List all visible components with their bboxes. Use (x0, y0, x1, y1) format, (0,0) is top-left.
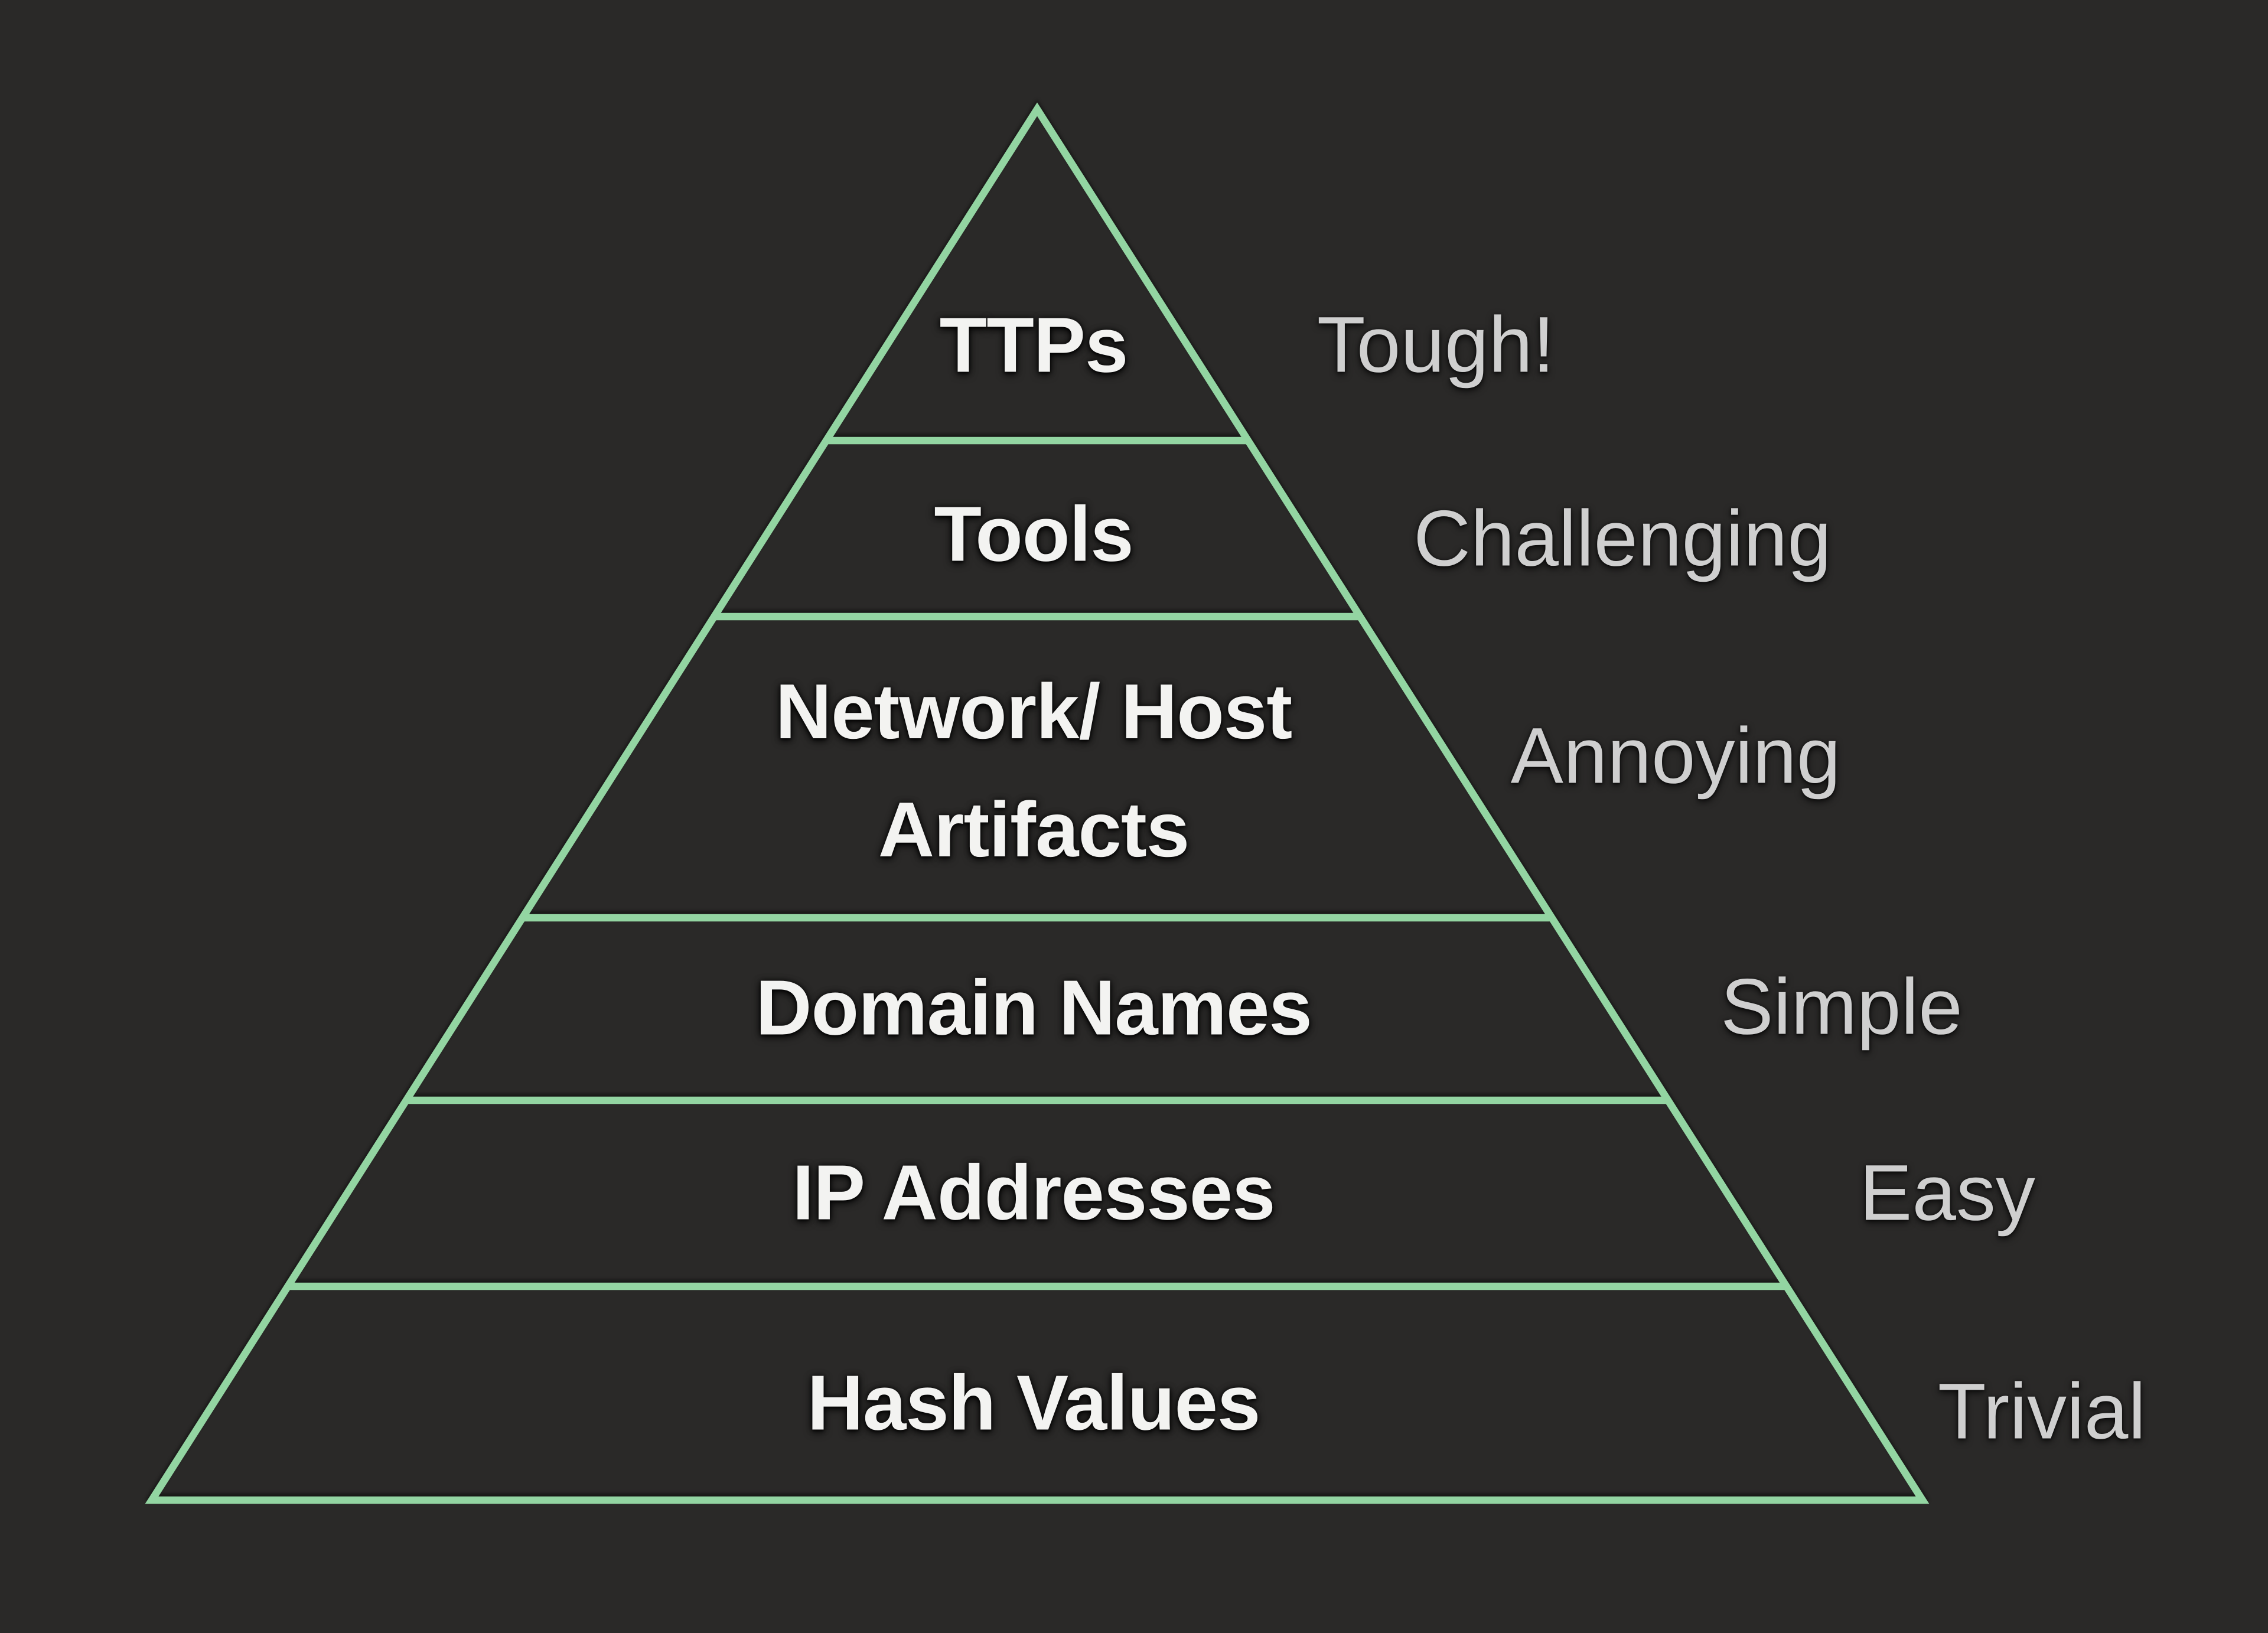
difficulty-label-easy: Easy (1859, 1149, 2035, 1237)
difficulty-label-trivial: Trivial (1937, 1367, 2146, 1456)
difficulty-label-annoying: Annoying (1510, 712, 1841, 800)
tier-label-domain-names: Domain Names (755, 964, 1312, 1051)
difficulty-label-challenging: Challenging (1413, 494, 1832, 583)
tier-label-network-host-line2: Artifacts (878, 786, 1190, 873)
tier-label-network-host-line1: Network/ Host (775, 668, 1292, 755)
tier-label-ttps: TTPs (939, 301, 1129, 389)
tier-label-hash-values: Hash Values (807, 1359, 1261, 1446)
tier-label-ip-addresses: IP Addresses (792, 1149, 1275, 1236)
tier-label-network-host-artifacts: Network/ Host Artifacts (775, 653, 1292, 889)
pyramid-outline (145, 102, 1930, 1504)
pyramid-lines (145, 102, 1930, 1504)
difficulty-label-tough: Tough! (1317, 301, 1555, 389)
difficulty-label-simple: Simple (1720, 963, 1963, 1051)
tier-label-tools: Tools (934, 490, 1133, 578)
